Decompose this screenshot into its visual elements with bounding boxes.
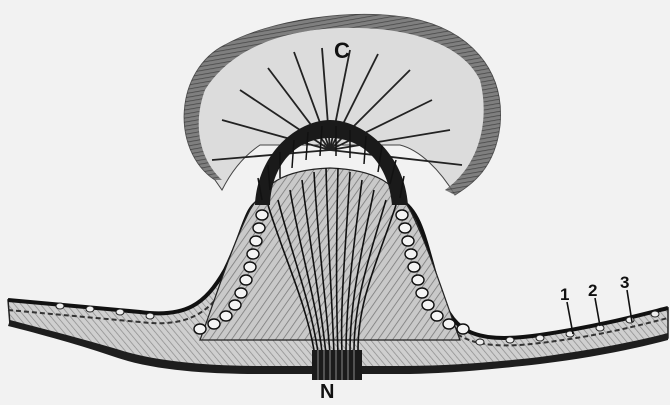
cupula-label: C [334,40,350,62]
layer-3-label: 3 [620,274,629,291]
layer-2-label: 2 [588,282,597,299]
nerve-label: N [320,382,334,402]
layer-1-label: 1 [560,286,569,303]
nerve-stem [312,350,362,380]
